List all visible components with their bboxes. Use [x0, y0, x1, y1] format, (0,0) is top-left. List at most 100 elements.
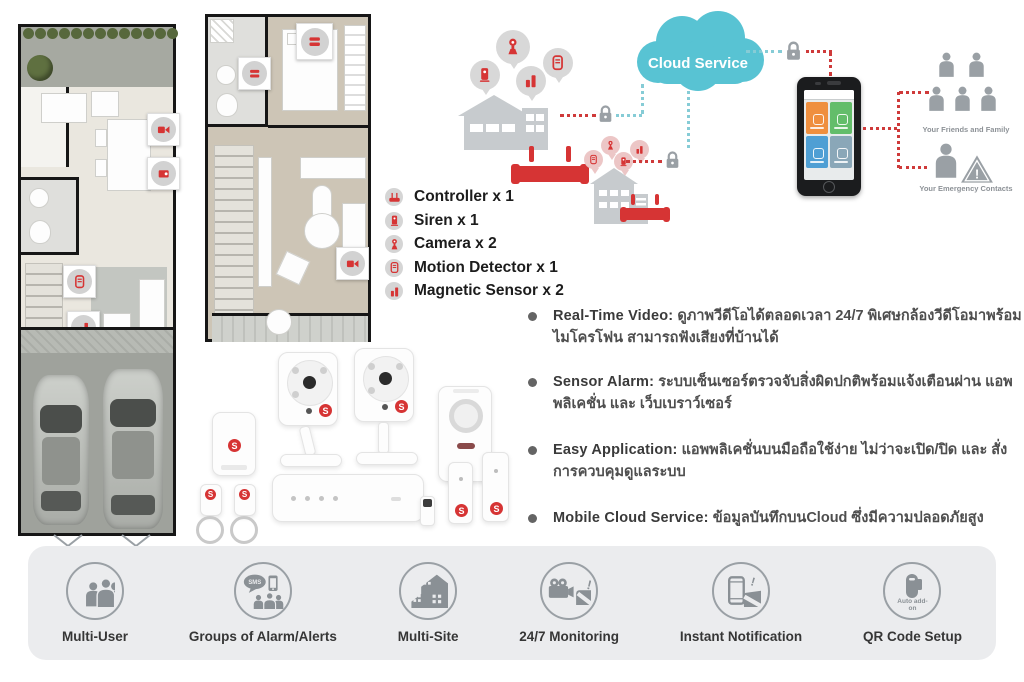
app-tile-blue[interactable]	[806, 136, 828, 168]
controller-icon	[151, 161, 176, 186]
siren-icon	[385, 211, 403, 230]
ground-floor-plan	[18, 24, 180, 536]
warning-triangle-icon	[960, 154, 994, 184]
feature-text: ข้อมูลบันทึกบนCloud ซึ่งมีความปลอดภัยสูง	[712, 510, 984, 526]
person-icon	[934, 142, 958, 180]
phone-home-button[interactable]	[823, 181, 835, 193]
feature-bar-label: Multi-User	[62, 629, 129, 644]
app-tile-orange[interactable]	[806, 102, 828, 134]
bullet-icon	[528, 312, 537, 321]
controller-marker	[147, 157, 180, 190]
dotted-link	[560, 114, 596, 117]
garden-tree	[27, 55, 53, 81]
siren-icon	[300, 27, 329, 56]
car	[103, 369, 163, 529]
feature-bar-item-multi-site: Multi-Site	[397, 562, 459, 644]
feature-text: ระบบเซ็นเซอร์ตรวจจับสิ่งผิดปกติพร้อมแจ้ง…	[553, 374, 1013, 412]
camera-icon	[151, 117, 176, 142]
feature-bar-label: QR Code Setup	[862, 629, 962, 644]
ip-camera-product: S	[278, 352, 338, 426]
motion-detector-bubble	[584, 150, 603, 174]
cloud-label: Cloud Service	[648, 55, 748, 72]
dotted-link	[746, 50, 782, 53]
magnetic-sensor-icon	[634, 144, 645, 155]
magnetic-sensor-product: S	[482, 452, 509, 522]
app-tile-slate[interactable]	[830, 136, 852, 168]
sink	[29, 188, 49, 208]
front-patio	[21, 27, 178, 90]
camera-stand	[298, 425, 317, 457]
device-label: Siren x 1	[414, 211, 479, 229]
battery-product	[420, 496, 435, 526]
garage	[21, 353, 173, 533]
magnetic-sensor-bubble	[630, 140, 649, 164]
motion-sensor-product: S	[212, 412, 256, 476]
magnetic-sensor-product: S	[448, 462, 473, 524]
device-label: Camera x 2	[414, 235, 497, 253]
ip-camera-product: S	[354, 348, 414, 422]
feature-bar-item-monitoring: ! 24/7 Monitoring	[519, 562, 619, 644]
multi-site-icon	[399, 562, 458, 620]
upper-stairs	[214, 145, 254, 315]
padlock-icon	[664, 150, 681, 170]
feature-list: Real-Time Video: ดูภาพวีดีโอได้ตลอดเวลา …	[524, 306, 1024, 544]
dotted-link	[687, 84, 690, 148]
magnetic-sensor-icon	[522, 72, 539, 89]
feature-text: แอพพลิเคชั่นบนมือถือใช้ง่าย ไม่ว่าจะเปิด…	[553, 442, 1008, 480]
hedge-row	[23, 28, 178, 39]
friends-family-label: Your Friends and Family	[922, 125, 1010, 134]
feature-bar-item-instant-notification: ! Instant Notification	[680, 562, 802, 644]
feature-bar-label: Multi-Site	[397, 629, 459, 644]
list-item: Camera x 2	[385, 233, 564, 256]
motion-detector-marker	[63, 265, 96, 298]
app-tile-green[interactable]	[830, 102, 852, 134]
sms-text: SMS	[248, 580, 261, 586]
camera-marker	[336, 247, 369, 280]
siren-product	[438, 386, 492, 482]
camera-base	[356, 452, 418, 465]
siren-icon	[476, 66, 493, 83]
closet	[210, 19, 234, 43]
dining-table	[107, 119, 151, 191]
camera-marker	[147, 113, 180, 146]
upper-floor-plan	[205, 14, 371, 342]
magnetic-sensor-icon	[242, 61, 267, 86]
dotted-link	[829, 52, 832, 76]
chair	[95, 159, 107, 177]
bullet-icon	[528, 446, 537, 455]
feature-bar-label: Groups of Alarm/Alerts	[188, 629, 337, 644]
brand-logo: S	[490, 502, 503, 515]
motion-detector-icon	[588, 154, 599, 165]
dotted-link	[806, 50, 832, 53]
camera-base	[280, 454, 342, 467]
key-fob-product: S	[200, 484, 222, 516]
dotted-link	[863, 127, 897, 130]
key-ring	[196, 516, 224, 544]
camera-stand	[378, 422, 389, 454]
feature-item: Mobile Cloud Service: ข้อมูลบันทึกบนClou…	[524, 508, 1024, 530]
svg-text:!: !	[749, 575, 757, 589]
kitchen-island	[91, 91, 119, 117]
camera-icon	[503, 37, 523, 57]
balcony-chair	[266, 309, 292, 335]
dotted-link	[626, 160, 662, 163]
list-item: Motion Detector x 1	[385, 257, 564, 280]
toilet	[216, 93, 238, 117]
feature-title: Easy Application:	[553, 442, 678, 458]
bullet-icon	[528, 514, 537, 523]
feature-bar-item-qr-setup: Auto add-on QR Code Setup	[863, 562, 962, 644]
feature-item: Easy Application: แอพพลิเคชั่นบนมือถือใช…	[524, 440, 1024, 483]
phone-screen	[804, 90, 854, 180]
dotted-link	[616, 114, 642, 117]
brand-logo: S	[319, 404, 332, 417]
person-icon	[928, 86, 945, 112]
dotted-link	[641, 84, 644, 114]
emergency-contacts-group	[934, 142, 998, 182]
feature-bar-label: 24/7 Monitoring	[519, 629, 620, 644]
instant-notification-icon: !	[712, 562, 770, 620]
friends-family-group	[928, 52, 1000, 124]
phone-status-bar	[804, 90, 854, 100]
padlock-icon	[784, 40, 803, 62]
stair-rail	[258, 157, 272, 287]
